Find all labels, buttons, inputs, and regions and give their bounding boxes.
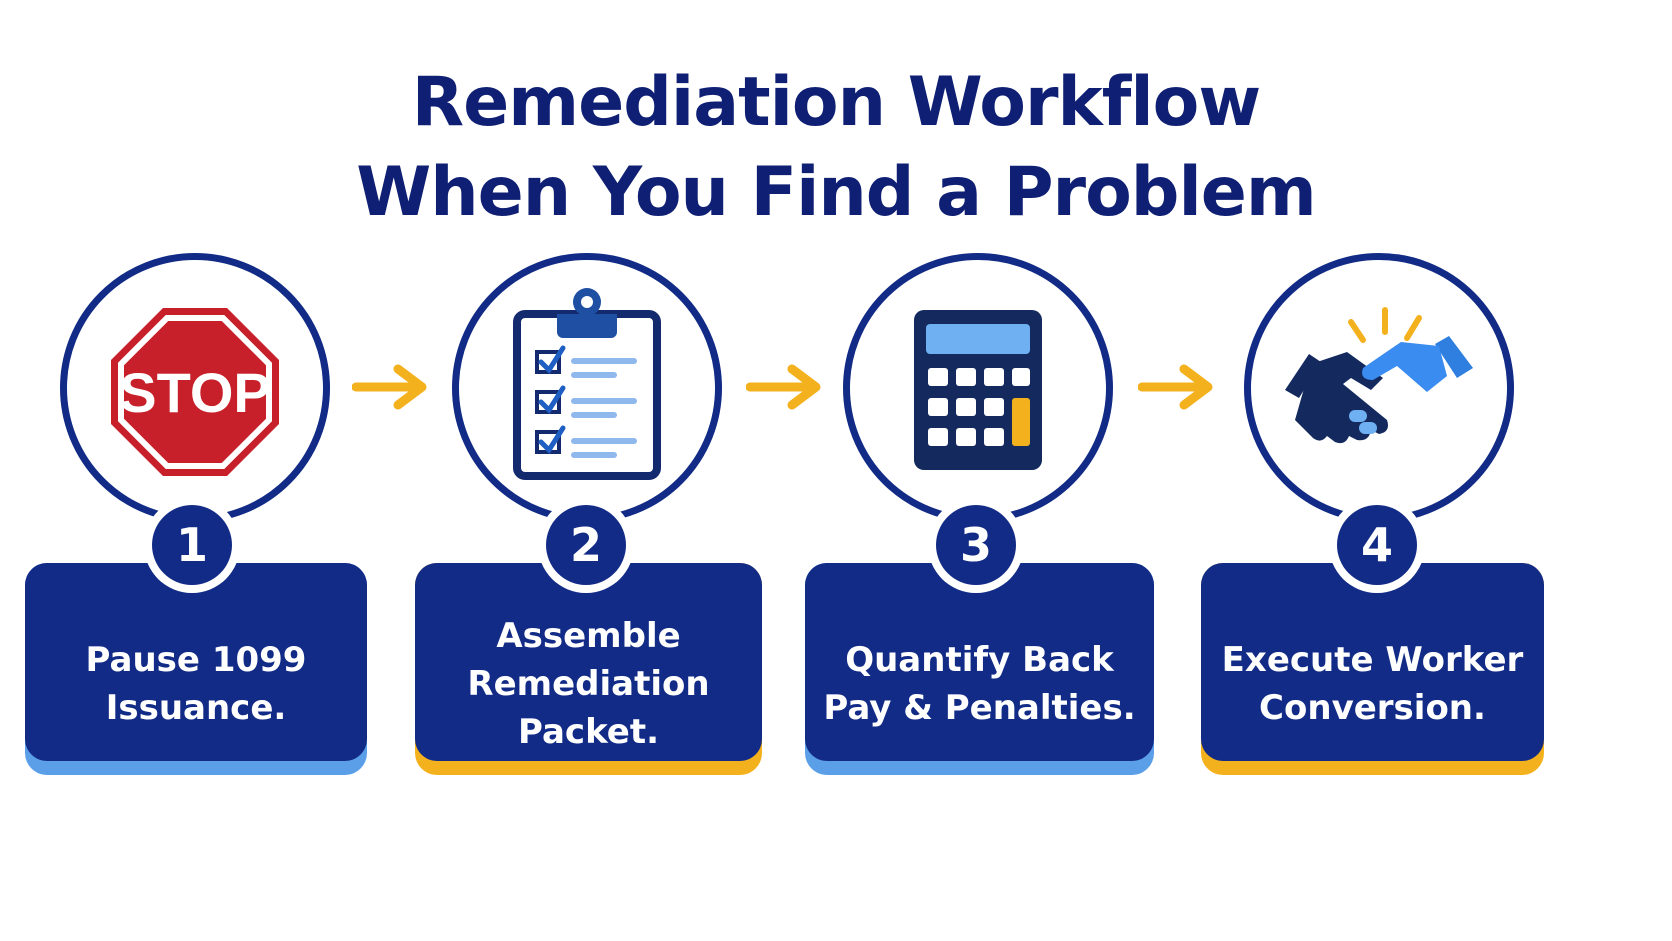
step-2-badge: 2 bbox=[538, 497, 634, 593]
page-title: Remediation Workflow When You Find a Pro… bbox=[0, 58, 1672, 238]
step-4-label: Execute Worker Conversion. bbox=[1201, 563, 1544, 761]
step-3-badge: 3 bbox=[928, 497, 1024, 593]
step-3-icon-circle bbox=[843, 253, 1113, 523]
clipboard-checklist-icon bbox=[513, 288, 661, 480]
step-3-number: 3 bbox=[936, 505, 1016, 585]
step-2-number: 2 bbox=[546, 505, 626, 585]
step-1-icon-circle: STOP bbox=[60, 253, 330, 523]
arrow-right-icon bbox=[746, 364, 821, 410]
step-4-card: Execute Worker Conversion. bbox=[1201, 563, 1544, 775]
step-2-icon-circle bbox=[452, 253, 722, 523]
step-1-badge: 1 bbox=[144, 497, 240, 593]
step-3-label: Quantify Back Pay & Penalties. bbox=[805, 563, 1154, 761]
title-line-1: Remediation Workflow bbox=[411, 63, 1261, 142]
step-4-badge: 4 bbox=[1329, 497, 1425, 593]
title-line-2: When You Find a Problem bbox=[356, 153, 1317, 232]
stop-sign-icon: STOP bbox=[111, 308, 279, 476]
stop-sign-text: STOP bbox=[119, 361, 270, 424]
step-1-label: Pause 1099 Issuance. bbox=[25, 563, 367, 761]
step-3-card: Quantify Back Pay & Penalties. bbox=[805, 563, 1154, 775]
step-2-label: Assemble Remediation Packet. bbox=[415, 563, 762, 761]
step-2-card: Assemble Remediation Packet. bbox=[415, 563, 762, 775]
arrow-right-icon bbox=[1138, 364, 1213, 410]
arrow-right-icon bbox=[352, 364, 427, 410]
step-4-icon-circle bbox=[1244, 253, 1514, 523]
step-4-number: 4 bbox=[1337, 505, 1417, 585]
step-1-number: 1 bbox=[152, 505, 232, 585]
calculator-icon bbox=[914, 310, 1042, 470]
step-1-card: Pause 1099 Issuance. bbox=[25, 563, 367, 775]
handshake-icon bbox=[1285, 307, 1473, 444]
